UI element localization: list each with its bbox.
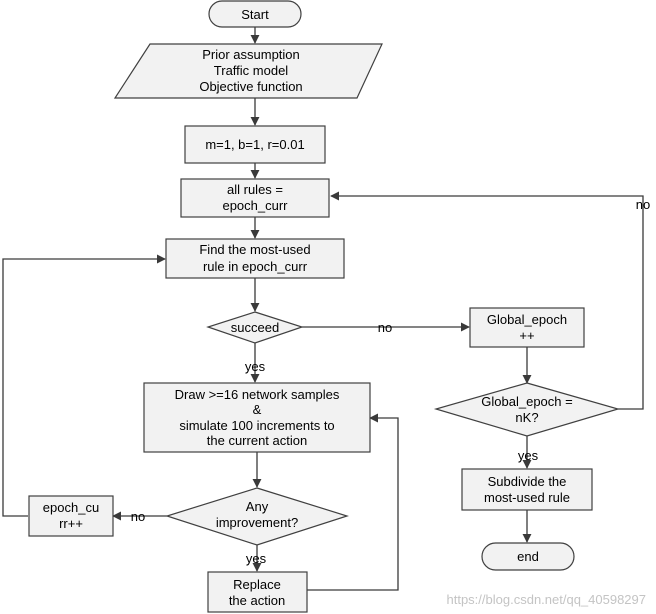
all-rules-line-1: all rules = [227, 182, 283, 197]
draw-samples-box [143, 382, 371, 453]
find-line-2: rule in epoch_curr [203, 259, 308, 274]
init-label: m=1, b=1, r=0.01 [205, 137, 304, 152]
edge-label-global-no: no [636, 197, 650, 212]
all-rules-box [180, 178, 330, 218]
improvement-line-1: Any [246, 499, 269, 514]
all-rules-line-2: epoch_curr [222, 198, 288, 213]
connectors [2, 27, 644, 591]
end-terminator [481, 542, 575, 571]
improvement-line-2: improvement? [216, 515, 298, 530]
epoch-inc-box [28, 495, 114, 537]
global-epoch-check-diamond [433, 382, 621, 437]
subdivide-box [461, 468, 593, 511]
replace-line-2: the action [229, 593, 285, 608]
edge-label-global-yes: yes [518, 448, 539, 463]
improvement-diamond [165, 487, 349, 546]
prior-assumption-parallelogram [113, 43, 383, 99]
draw-line-1: Draw >=16 network samples [175, 387, 340, 402]
succeed-label: succeed [231, 320, 279, 335]
watermark-text: https://blog.csdn.net/qq_40598297 [447, 592, 647, 607]
global-epoch-check-line-1: Global_epoch = [481, 394, 572, 409]
draw-line-3: simulate 100 increments to [179, 418, 334, 433]
find-most-used-box [165, 238, 345, 279]
edge-label-improvement-no: no [131, 509, 145, 524]
subdivide-line-1: Subdivide the [488, 474, 567, 489]
global-epoch-inc-box [469, 307, 585, 348]
edge-label-improvement-yes: yes [246, 551, 267, 566]
prior-line-3: Objective function [199, 79, 302, 94]
end-label: end [517, 549, 539, 564]
prior-line-1: Prior assumption [202, 47, 300, 62]
epoch-inc-line-1: epoch_cu [43, 500, 99, 515]
succeed-diamond [206, 311, 304, 344]
prior-line-2: Traffic model [214, 63, 289, 78]
edge-label-succeed-yes: yes [245, 359, 266, 374]
arrow-epochinc-loop [2, 254, 166, 517]
draw-line-2: & [253, 402, 262, 417]
global-epoch-inc-line-2: ++ [519, 328, 534, 343]
replace-action-box [207, 571, 308, 613]
global-epoch-check-line-2: nK? [515, 410, 538, 425]
edge-label-succeed-no: no [378, 320, 392, 335]
subdivide-line-2: most-used rule [484, 490, 570, 505]
arrow-replace-loop [307, 413, 399, 591]
epoch-inc-line-2: rr++ [59, 516, 83, 531]
replace-line-1: Replace [233, 577, 281, 592]
init-params-box [184, 125, 326, 164]
global-epoch-inc-line-1: Global_epoch [487, 312, 567, 327]
find-line-1: Find the most-used [199, 242, 310, 257]
arrow-global-no-loop [330, 191, 644, 410]
start-label: Start [241, 7, 269, 22]
draw-line-4: the current action [207, 433, 307, 448]
start-terminator [208, 0, 302, 28]
